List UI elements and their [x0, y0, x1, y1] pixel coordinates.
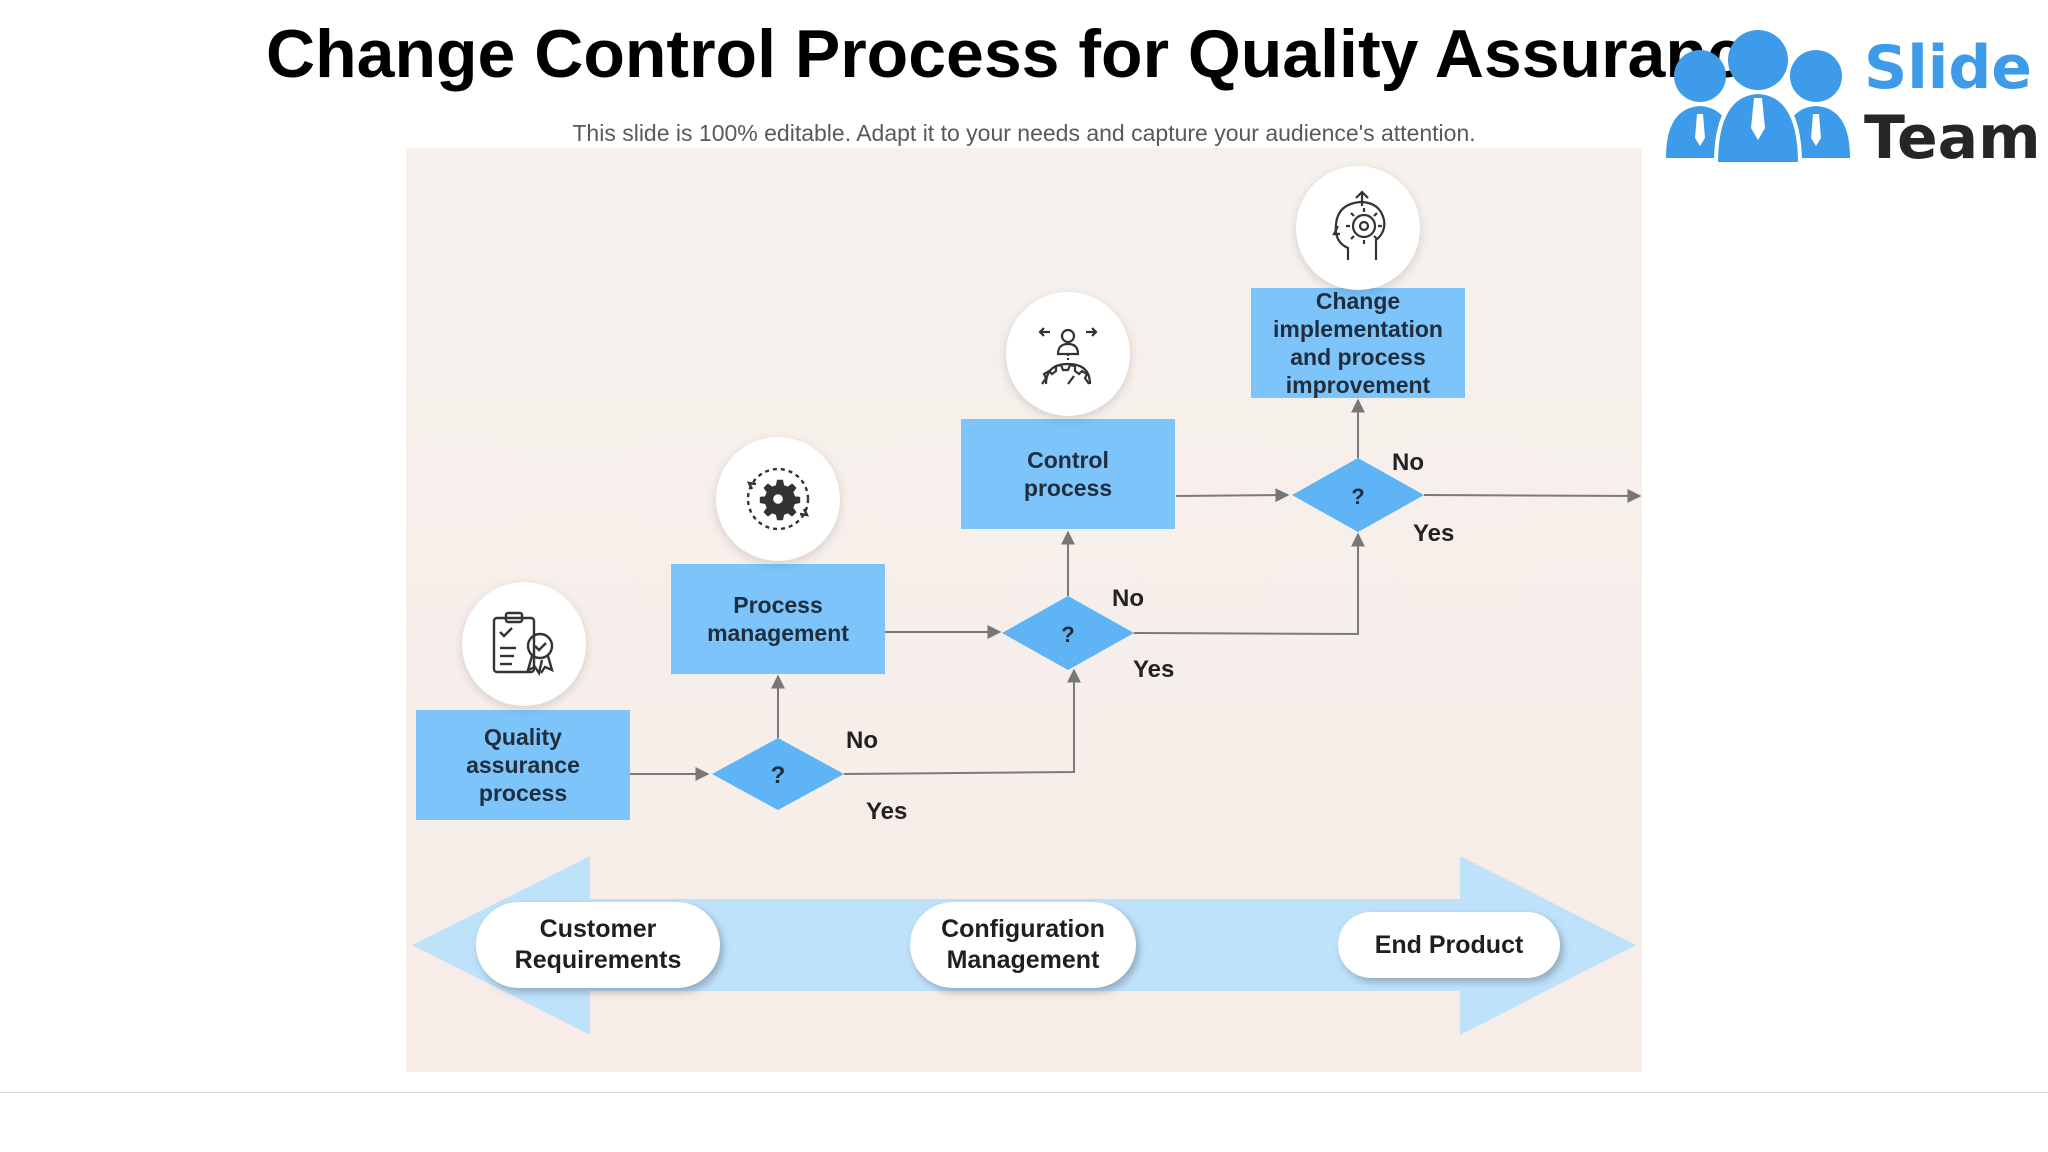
icon-circle-process-management — [716, 437, 840, 561]
quality-badge-clipboard-icon — [492, 611, 554, 676]
step-box-quality-assurance: Quality assurance process — [416, 710, 630, 820]
step-box-control-process: Control process — [961, 419, 1175, 529]
slide-title: Change Control Process for Quality Assur… — [266, 16, 1783, 92]
decision-1-symbol: ? — [771, 762, 786, 789]
pill-label: Configuration Management — [941, 915, 1105, 974]
step-box-change-implementation: Change implementation and process improv… — [1251, 288, 1465, 398]
step-label: Process management — [707, 592, 849, 646]
step-box-process-management: Process management — [671, 564, 885, 674]
logo-word-slide: Slide — [1864, 33, 2032, 103]
decision-3-symbol: ? — [1351, 484, 1364, 509]
decision-2-no-label: No — [1112, 585, 1144, 612]
decision-diamond-1: ? — [712, 738, 844, 810]
person-gear-arrows-icon — [1038, 327, 1098, 385]
pill-label: End Product — [1374, 930, 1524, 959]
icon-circle-change-implementation — [1296, 166, 1420, 290]
connector-cp-to-d3 — [1175, 488, 1290, 503]
people-group-icon — [1666, 30, 1850, 166]
connector-d1-to-d2 — [843, 668, 1081, 775]
decision-1-yes-label: Yes — [866, 798, 908, 825]
decision-2-yes-label: Yes — [1133, 656, 1175, 683]
icon-circle-control-process — [1006, 292, 1130, 416]
slide-subtitle: This slide is 100% editable. Adapt it to… — [572, 120, 1476, 146]
footer-divider — [0, 1092, 2048, 1093]
step-label: Quality assurance process — [466, 724, 580, 806]
banner-pill-configuration-management: Configuration Management — [910, 902, 1136, 988]
slideteam-logo: Slide Team — [1664, 28, 2044, 168]
decision-diamond-2: ? — [1002, 596, 1134, 670]
icon-circle-quality — [462, 582, 586, 706]
connector-d2-to-d3 — [1133, 532, 1365, 636]
logo-word-team: Team — [1864, 103, 2041, 173]
banner-pill-customer-requirements: Customer Requirements — [476, 902, 720, 988]
head-gear-arrow-icon — [1332, 190, 1386, 260]
step-label: Control process — [1023, 447, 1113, 501]
decision-2-symbol: ? — [1061, 622, 1074, 647]
step-label: Change implementation and process improv… — [1273, 288, 1443, 398]
decision-diamond-3: ? — [1292, 458, 1424, 532]
gear-cycle-icon — [746, 467, 810, 531]
decision-3-yes-label: Yes — [1413, 520, 1455, 547]
decision-1-no-label: No — [846, 727, 878, 754]
decision-3-no-label: No — [1392, 449, 1424, 476]
pill-label: Customer Requirements — [514, 915, 682, 974]
connector-d3-out — [1423, 488, 1642, 503]
banner-pill-end-product: End Product — [1338, 912, 1560, 978]
